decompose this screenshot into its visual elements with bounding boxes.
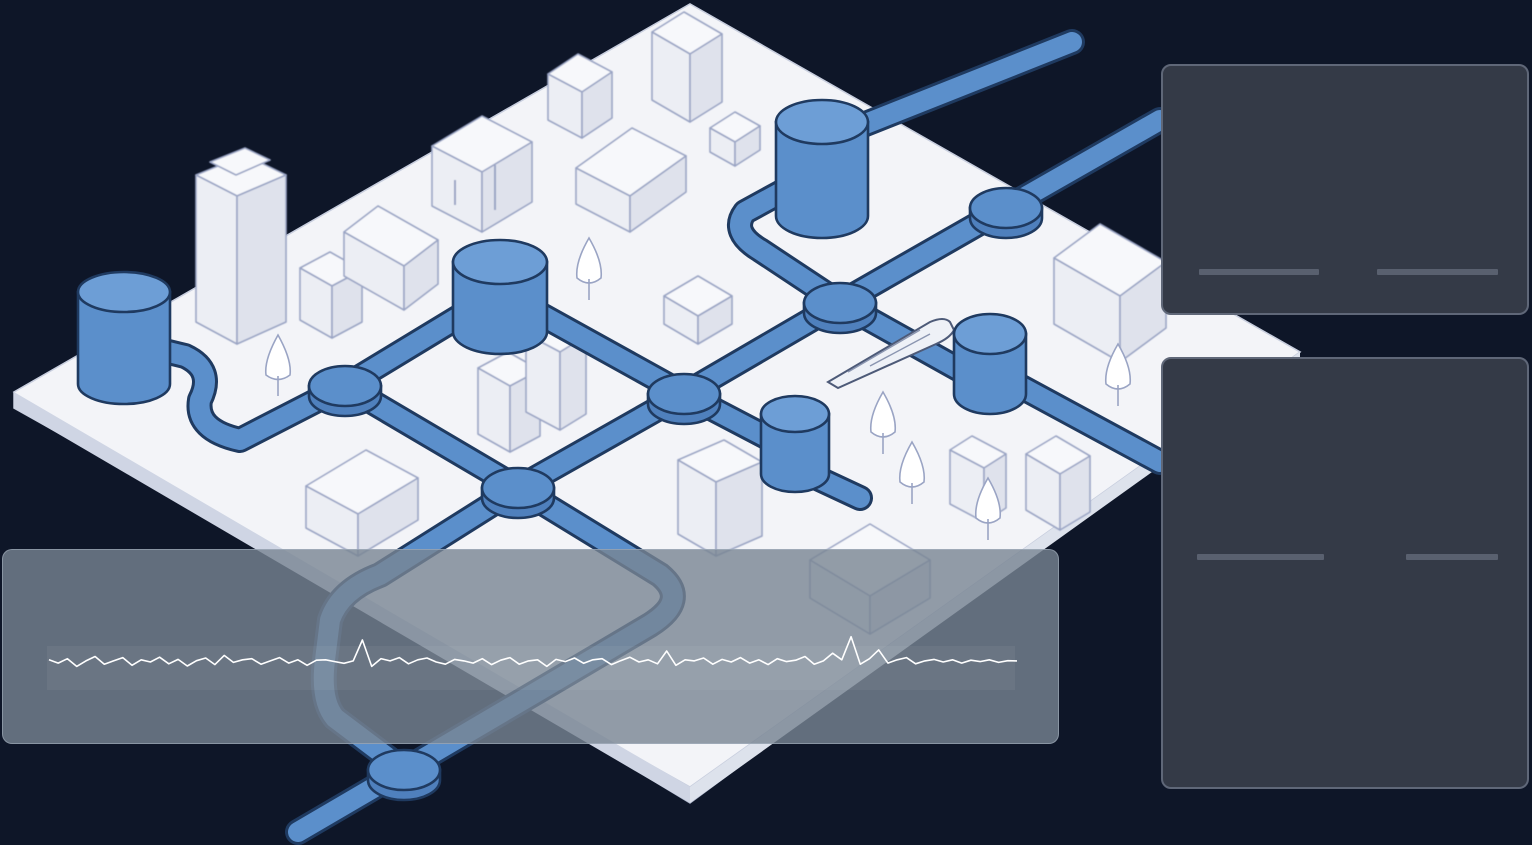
pipe-junction-icon <box>646 372 722 426</box>
pipe-segment <box>730 172 850 313</box>
waveform-line <box>48 635 1018 668</box>
pipe-junction-icon <box>480 466 556 520</box>
water-tanks <box>76 98 1028 494</box>
water-tank-icon <box>759 394 831 494</box>
placeholder-line <box>1197 554 1324 560</box>
building-icon <box>709 111 761 167</box>
water-tank-icon <box>774 98 870 240</box>
building-icon <box>677 439 763 557</box>
building-icon <box>547 53 613 139</box>
pipe-junction-icon <box>366 748 442 802</box>
building-icon <box>663 275 733 345</box>
building-icon <box>1025 435 1091 531</box>
info-panel-bottom <box>1161 357 1529 789</box>
building-icon <box>651 11 723 123</box>
placeholder-line <box>1199 269 1319 275</box>
info-panel-top <box>1161 64 1529 315</box>
water-tank-icon <box>76 270 172 406</box>
water-tank-icon <box>451 238 549 356</box>
building-icon <box>431 115 533 233</box>
pipe-junctions <box>307 186 1044 802</box>
tree-icon <box>869 390 897 454</box>
waveform-panel <box>2 549 1059 744</box>
placeholder-line <box>1406 554 1498 560</box>
pipe-junction-icon <box>307 364 383 418</box>
tree-icon <box>1104 342 1132 406</box>
tree-icon <box>898 440 926 504</box>
building-icon <box>1053 223 1167 363</box>
placeholder-line <box>1377 269 1498 275</box>
building-icon <box>195 147 287 345</box>
water-tank-icon <box>952 312 1028 416</box>
tree-icon <box>264 333 292 396</box>
tree-icon <box>575 236 603 300</box>
building-icon <box>575 127 687 233</box>
trees <box>264 236 1132 540</box>
building-icon <box>477 351 541 453</box>
pipe-junction-icon <box>968 186 1044 240</box>
tree-icon <box>974 476 1002 540</box>
pipe-junction-icon <box>802 281 878 335</box>
building-icon <box>343 205 439 311</box>
